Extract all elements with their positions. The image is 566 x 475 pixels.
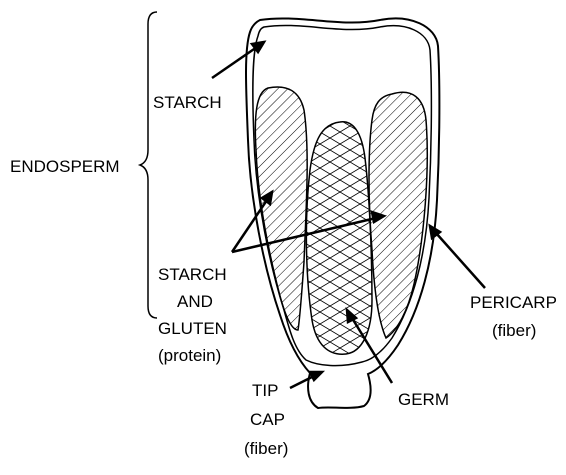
tip-cap-label-line1: TIP — [252, 381, 278, 400]
tip-cap-label-line2: CAP — [250, 410, 285, 429]
tip-cap-label-line3: (fiber) — [244, 439, 288, 458]
starch-gluten-left — [255, 87, 307, 330]
endosperm-label: ENDOSPERM — [10, 157, 120, 176]
starch-and-gluten-label-line1: STARCH — [158, 265, 227, 284]
starch-and-gluten-label-line2: AND — [177, 292, 213, 311]
germ-region — [306, 122, 372, 354]
pericarp-label-line1: PERICARP — [470, 293, 557, 312]
starch-and-gluten-label-line4: (protein) — [158, 346, 221, 365]
endosperm-bracket — [140, 12, 157, 318]
pericarp-label-line2: (fiber) — [492, 321, 536, 340]
starch-and-gluten-label-line3: GLUTEN — [158, 319, 227, 338]
starch-label: STARCH — [153, 93, 222, 112]
germ-label: GERM — [398, 390, 449, 409]
